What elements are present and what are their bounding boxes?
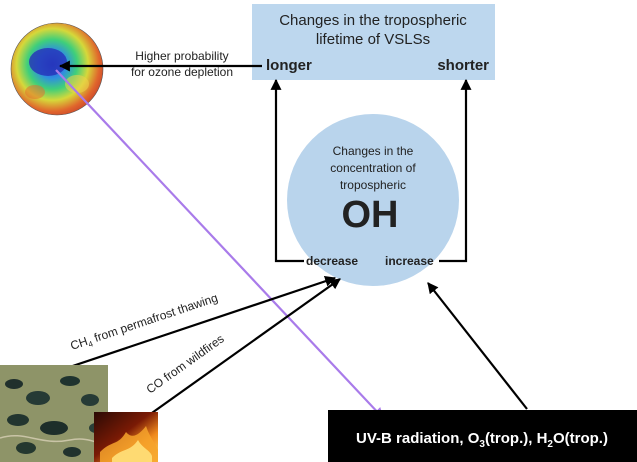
permafrost-photo: [0, 365, 109, 462]
oh-circle-line1: Changes in the: [333, 144, 414, 158]
lifetime-box: Changes in the tropospheric lifetime of …: [252, 4, 495, 80]
uvb-box-bg: [328, 410, 637, 462]
arrow-uvb-to-increase: [427, 282, 528, 410]
ozone-depletion-label-line1: Higher probability: [135, 49, 228, 63]
ch4-label: CH4 from permafrost thawing: [69, 291, 221, 355]
ozone-globe-image: [10, 22, 104, 116]
shorter-label: shorter: [437, 57, 489, 74]
lifetime-box-bg: [252, 4, 495, 80]
wildfire-photo: [94, 412, 158, 462]
lifetime-box-title-line2: lifetime of VSLSs: [316, 31, 430, 48]
uvb-box: UV-B radiation, O3(trop.), H2O(trop.): [328, 410, 637, 462]
arrow-increase-to-shorter: [439, 78, 472, 263]
arrow-decrease-to-longer: [270, 78, 304, 263]
increase-label: increase: [385, 254, 434, 268]
oh-circle-line2: concentration of: [330, 161, 416, 175]
co-label: CO from wildfires: [144, 332, 227, 397]
oh-circle-line3: tropospheric: [340, 178, 406, 192]
decrease-label: decrease: [306, 254, 358, 268]
oh-label: OH: [342, 194, 399, 236]
longer-label: longer: [266, 57, 312, 74]
oh-circle: Changes in the concentration of troposph…: [287, 114, 459, 286]
arrow-co-to-decrease: [127, 278, 341, 431]
uvb-label: UV-B radiation, O3(trop.), H2O(trop.): [356, 430, 608, 450]
ozone-depletion-label-line2: for ozone depletion: [131, 65, 233, 79]
lifetime-box-title-line1: Changes in the tropospheric: [279, 12, 467, 29]
purple-arrow-globe-to-uvb: [55, 69, 384, 419]
